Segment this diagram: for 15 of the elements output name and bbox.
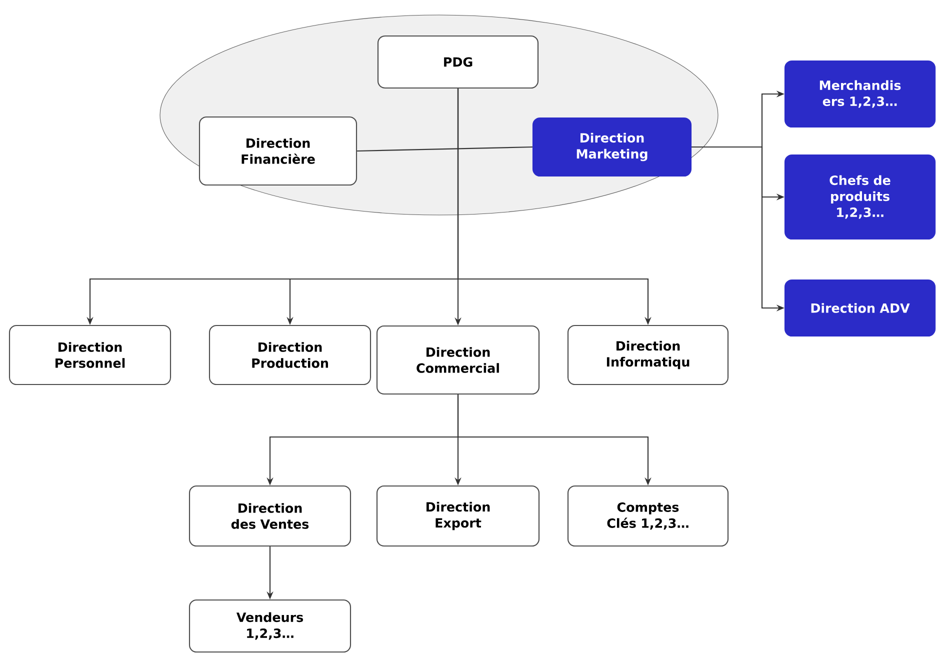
- connector: [357, 146, 532, 152]
- org-box: Direction Export: [376, 485, 540, 547]
- org-box: Direction Production: [208, 324, 372, 386]
- org-box: Direction ADV: [784, 279, 936, 337]
- org-box: Chefs de produits 1,2,3…: [784, 154, 936, 240]
- org-box: Merchandis ers 1,2,3…: [784, 60, 936, 128]
- org-box: Direction Commercial: [376, 325, 540, 395]
- org-box: Direction Financière: [198, 116, 358, 186]
- org-box: Vendeurs 1,2,3…: [188, 599, 352, 653]
- org-box: Direction Marketing: [532, 117, 692, 177]
- org-box: Direction des Ventes: [188, 485, 352, 547]
- org-box: Direction Personnel: [8, 324, 172, 386]
- org-box: Direction Informatiqu: [567, 324, 729, 386]
- org-box: Comptes Clés 1,2,3…: [567, 485, 729, 547]
- org-box: PDG: [377, 35, 539, 89]
